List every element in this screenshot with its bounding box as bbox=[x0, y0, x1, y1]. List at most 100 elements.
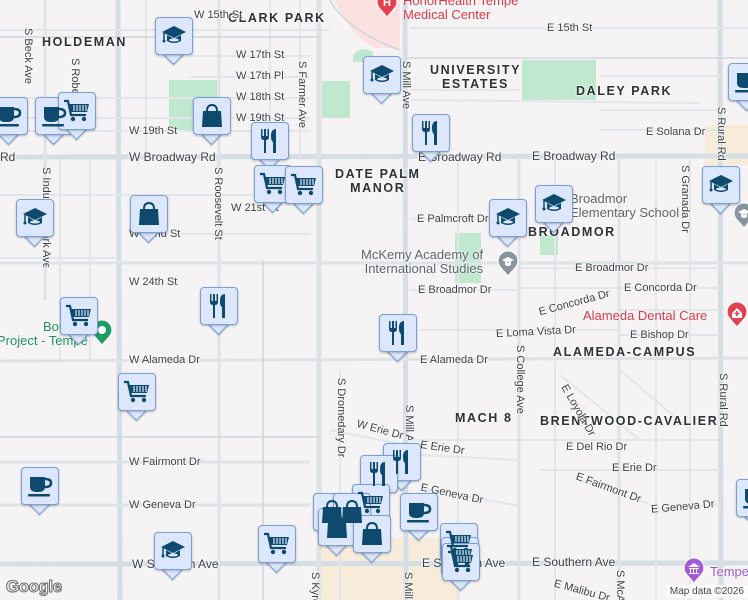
grocery-marker[interactable] bbox=[285, 166, 323, 215]
school-pin-icon[interactable] bbox=[497, 251, 519, 277]
map-attribution[interactable]: Map data ©2026 bbox=[665, 585, 748, 598]
marker-box bbox=[442, 543, 480, 581]
marker-box bbox=[353, 515, 391, 553]
school-icon bbox=[368, 63, 396, 87]
marker-box bbox=[251, 122, 289, 160]
coffee-marker[interactable] bbox=[736, 479, 748, 528]
street-label: W Broadway Rd bbox=[129, 150, 216, 164]
street-label: W 19th St bbox=[236, 112, 285, 124]
neighborhood-label: MACH 8 bbox=[455, 411, 513, 425]
shopping-marker[interactable] bbox=[353, 515, 391, 564]
school-marker[interactable] bbox=[363, 56, 401, 105]
marker-box bbox=[154, 532, 192, 570]
restaurant-marker[interactable] bbox=[200, 287, 238, 336]
school-marker[interactable] bbox=[535, 185, 573, 234]
marker-box bbox=[258, 525, 296, 563]
restaurant-icon bbox=[418, 119, 444, 147]
street-label: E Erie Dr bbox=[612, 462, 657, 474]
street-label: W 21st St bbox=[231, 202, 279, 214]
marker-box bbox=[383, 443, 421, 481]
marker-box bbox=[200, 287, 238, 325]
marker-box bbox=[360, 455, 398, 493]
neighborhood-label: DATE PALM MANOR bbox=[335, 167, 421, 196]
shopping-icon bbox=[199, 103, 225, 129]
grocery-marker[interactable] bbox=[118, 373, 156, 422]
marker-box bbox=[535, 185, 573, 223]
coffee-marker[interactable] bbox=[0, 97, 28, 146]
restaurant-marker[interactable] bbox=[360, 455, 398, 504]
coffee-marker[interactable] bbox=[21, 467, 59, 516]
street-label: E Palmcroft Dr bbox=[417, 213, 489, 225]
museum-label[interactable]: Tempe bbox=[710, 564, 748, 579]
neighborhood-label: HOLDEMAN bbox=[42, 35, 128, 49]
coffee-icon bbox=[26, 474, 54, 498]
marker-box bbox=[702, 166, 740, 204]
grocery-icon bbox=[447, 550, 475, 574]
school-label[interactable]: McKemy Academy of International Studies bbox=[361, 247, 484, 277]
marker-box bbox=[400, 493, 438, 531]
school-marker[interactable] bbox=[16, 199, 54, 248]
restaurant-icon bbox=[385, 319, 411, 347]
restaurant-icon bbox=[389, 448, 415, 476]
school-pin-icon[interactable] bbox=[733, 203, 748, 229]
marker-box bbox=[285, 166, 323, 204]
shopping-marker[interactable] bbox=[130, 195, 168, 244]
dental-pin-icon[interactable] bbox=[726, 302, 748, 328]
grocery-icon bbox=[123, 380, 151, 404]
coffee-icon bbox=[0, 104, 23, 128]
marker-box bbox=[60, 297, 98, 335]
marker-box bbox=[318, 508, 356, 546]
shopping-marker[interactable] bbox=[318, 508, 356, 557]
school-marker[interactable] bbox=[702, 166, 740, 215]
school-icon bbox=[707, 173, 735, 197]
grocery-icon bbox=[445, 530, 473, 554]
grocery-icon bbox=[65, 304, 93, 328]
school-marker[interactable] bbox=[489, 199, 527, 248]
street-label: E Concorda Dr bbox=[624, 282, 697, 294]
hospital-pin-icon[interactable]: H bbox=[376, 0, 398, 18]
hospital-label[interactable]: HonorHealth Tempe Medical Center bbox=[403, 0, 519, 23]
school-icon bbox=[160, 24, 188, 48]
restaurant-marker[interactable] bbox=[251, 122, 289, 171]
street-label: S Mill Ave bbox=[403, 405, 414, 440]
coffee-icon bbox=[405, 500, 433, 524]
daley-park bbox=[522, 60, 596, 100]
street-label: S Granada Dr bbox=[679, 165, 691, 233]
neighborhood-label: UNIVERSITY ESTATES bbox=[430, 63, 522, 92]
street-label: W 17th Pl bbox=[236, 70, 284, 82]
school-label[interactable]: Broadmor Elementary School bbox=[570, 191, 680, 221]
park bbox=[455, 233, 481, 283]
school-marker[interactable] bbox=[154, 532, 192, 581]
museum-pin-icon[interactable] bbox=[683, 558, 705, 584]
grocery-marker[interactable] bbox=[442, 543, 480, 592]
street-label: E Broadway Rd bbox=[418, 150, 502, 164]
marker-box bbox=[193, 97, 231, 135]
school-marker[interactable] bbox=[155, 17, 193, 66]
neighborhood-label: BRENTWOOD-CAVALIER bbox=[540, 414, 719, 428]
coffee-icon bbox=[733, 70, 748, 94]
shopping-marker[interactable] bbox=[193, 97, 231, 146]
svg-text:H: H bbox=[383, 0, 391, 9]
street-label: E Bishop Dr bbox=[630, 329, 689, 341]
restaurant-marker[interactable] bbox=[412, 114, 450, 163]
street-label: S McAllister Ave bbox=[614, 570, 626, 600]
restaurant-marker[interactable] bbox=[383, 443, 421, 492]
grocery-marker[interactable] bbox=[60, 297, 98, 346]
google-logo: Google bbox=[6, 577, 63, 597]
shopping-icon bbox=[136, 201, 162, 227]
street-label: E Alameda Dr bbox=[420, 354, 488, 366]
dental-label[interactable]: Alameda Dental Care bbox=[583, 308, 708, 323]
grocery-marker[interactable] bbox=[258, 525, 296, 574]
grocery-marker[interactable] bbox=[58, 92, 96, 141]
coffee-icon bbox=[40, 104, 68, 128]
coffee-marker[interactable] bbox=[728, 63, 748, 112]
marker-box bbox=[736, 479, 748, 517]
coffee-marker[interactable] bbox=[400, 493, 438, 542]
street-label: W 17th St bbox=[236, 49, 285, 61]
neighborhood-label: ALAMEDA-CAMPUS bbox=[553, 345, 697, 359]
school-icon bbox=[159, 539, 187, 563]
restaurant-marker[interactable] bbox=[379, 314, 417, 363]
street-label: S Farmer Ave bbox=[296, 61, 308, 129]
